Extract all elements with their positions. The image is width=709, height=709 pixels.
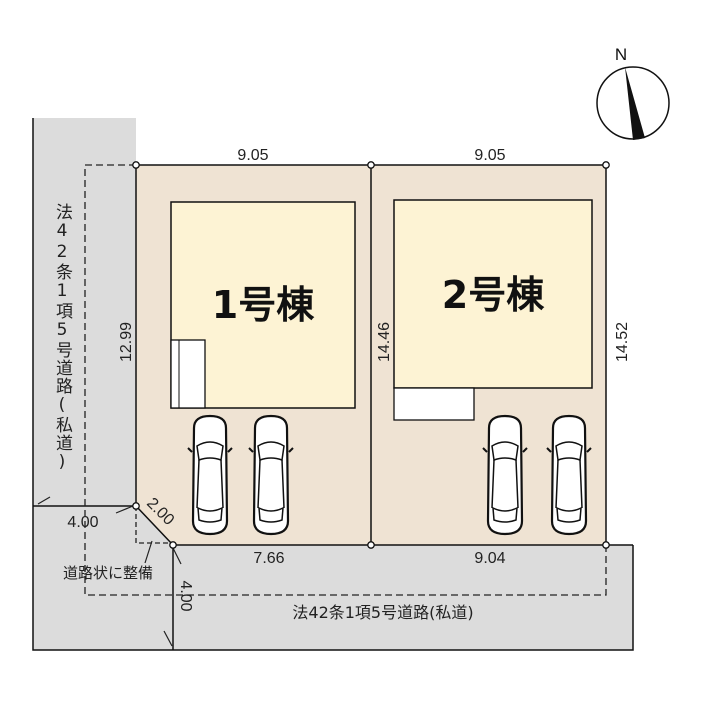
dim-lot2-depth-right: 14.52 <box>614 322 631 362</box>
house-1-label: 1号棟 <box>212 283 315 327</box>
leader-line <box>163 630 173 647</box>
dim-lot2-top: 9.05 <box>474 147 505 164</box>
parking-car <box>186 414 234 536</box>
leader-line <box>144 540 153 564</box>
leader-line <box>115 505 134 514</box>
house-2 <box>393 199 593 389</box>
north-compass: N <box>596 45 670 140</box>
dim-west-road-width: 4.00 <box>67 514 98 531</box>
house-1-annex <box>170 339 206 409</box>
dim-lot1-depth: 12.99 <box>118 322 135 362</box>
boundary-points <box>132 161 610 549</box>
setback-dashed-line <box>84 164 607 596</box>
leader-line <box>172 547 182 565</box>
corner-note: 道路状に整備 <box>63 564 153 582</box>
house-2-label: 2号棟 <box>442 273 545 317</box>
parking-car <box>481 414 529 536</box>
dim-lot2-depth-left: 14.46 <box>376 322 393 362</box>
parking-car <box>545 414 593 536</box>
north-label: N <box>615 45 627 64</box>
parking-car <box>247 414 295 536</box>
west-road-label: 法42条1項5号道路(私道) <box>52 203 72 473</box>
south-road-label: 法42条1項5号道路(私道) <box>292 603 473 622</box>
road-outline <box>32 118 634 651</box>
north-arrow-icon <box>625 67 645 140</box>
west-road <box>33 118 633 650</box>
dim-lot1-top: 9.05 <box>237 147 268 164</box>
house-2-annex <box>393 387 475 421</box>
leader-line <box>37 496 51 505</box>
dim-lot1-road: 7.66 <box>253 550 284 567</box>
corner-dashed-line <box>135 506 173 544</box>
dim-lot2-road: 9.04 <box>474 550 505 567</box>
dim-south-road-width: 4.00 <box>177 580 194 611</box>
